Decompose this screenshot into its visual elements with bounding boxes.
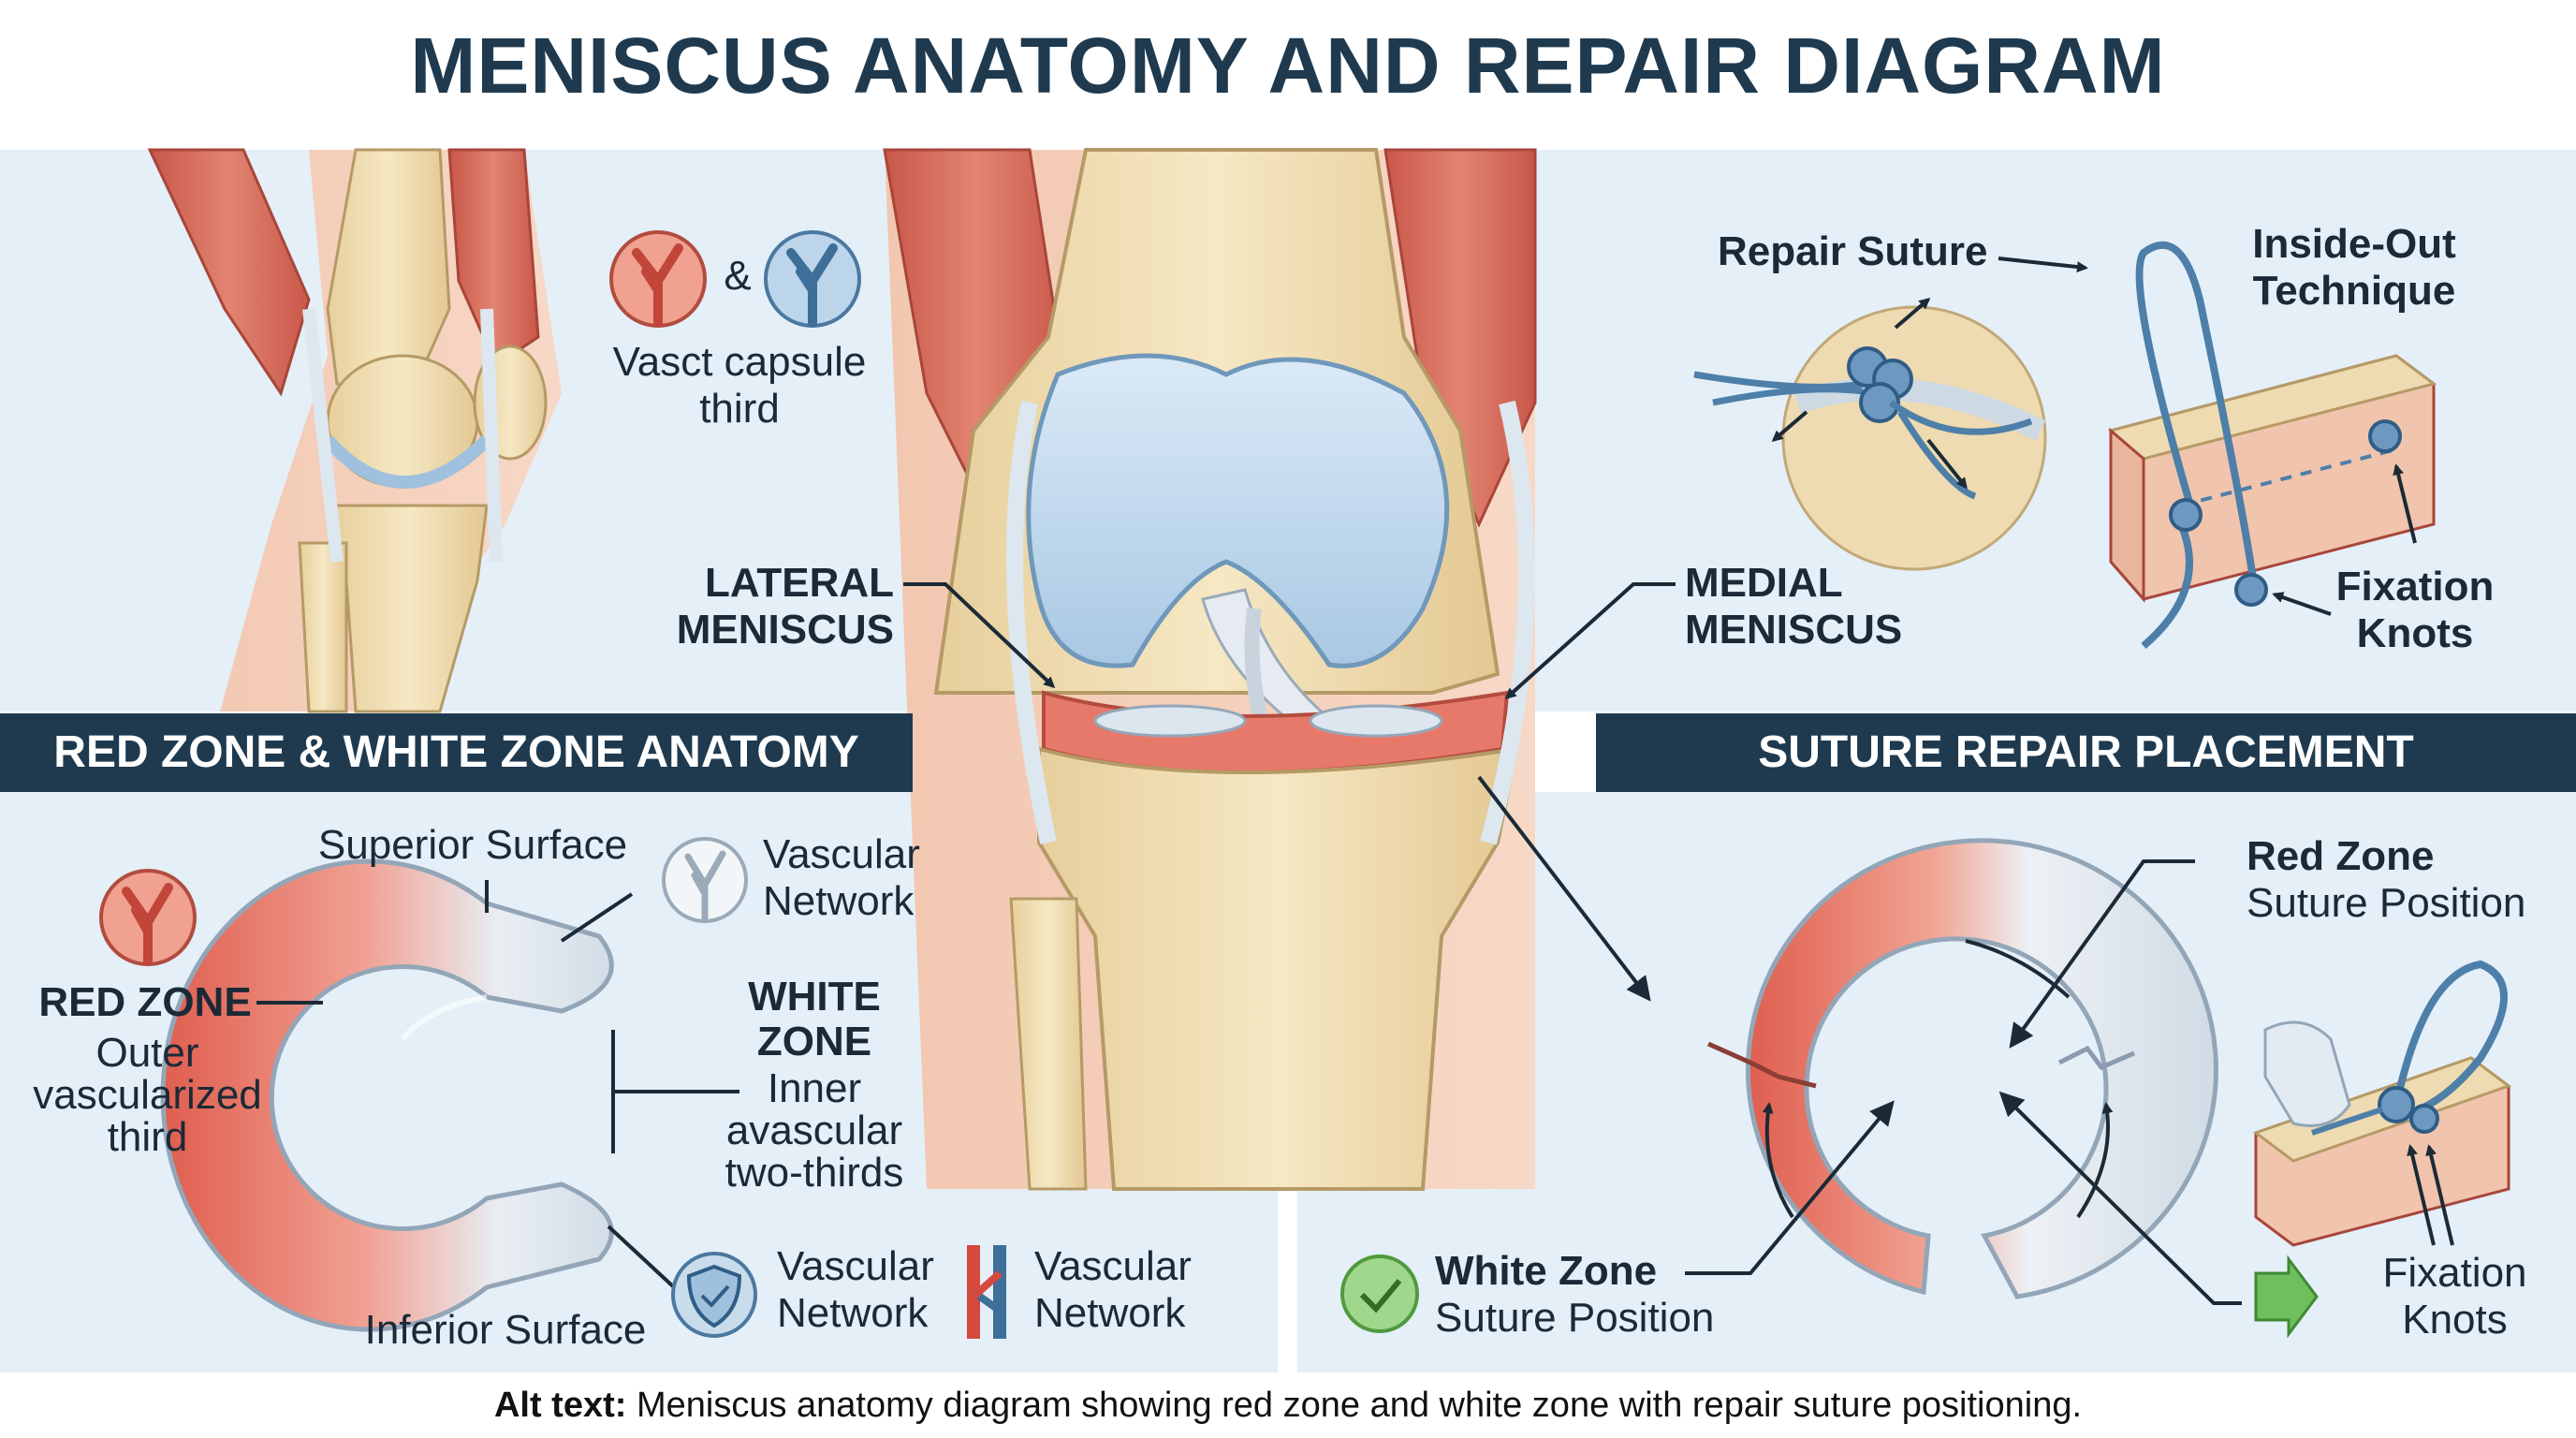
page-title: MENISCUS ANATOMY AND REPAIR DIAGRAM — [410, 22, 2166, 110]
lateral-meniscus-label-line2: MENISCUS — [676, 607, 894, 653]
capsule-label-line2: third — [699, 386, 780, 432]
red-zone-vessel-icon — [99, 869, 197, 966]
zone-meniscus-illustration — [160, 858, 739, 1332]
vascular-network-top-line1: Vascular — [763, 831, 920, 877]
red-zone-desc-line2: vascularized — [33, 1072, 262, 1118]
inside-out-label-line2: Technique — [2252, 268, 2456, 314]
banner-right-text: SUTURE REPAIR PLACEMENT — [1758, 727, 2414, 777]
red-vessel-icon — [609, 230, 707, 328]
side-knee-illustration — [147, 148, 562, 713]
vascular-network-top-line2: Network — [763, 878, 915, 924]
superior-surface-label: Superior Surface — [317, 822, 628, 868]
white-zone-desc-line1: Inner — [767, 1065, 862, 1111]
fixation-bottom-label-line1: Fixation — [2382, 1250, 2527, 1296]
medial-meniscus-label-line2: MENISCUS — [1685, 607, 1903, 653]
fixation-bottom-label-line2: Knots — [2402, 1297, 2508, 1343]
alt-text-body: Meniscus anatomy diagram showing red zon… — [626, 1386, 2083, 1425]
white-zone-title-line2: ZONE — [756, 1019, 872, 1064]
capsule-label-line1: Vasct capsule — [612, 339, 867, 385]
repair-suture-label: Repair Suture — [1718, 228, 1988, 274]
red-zone-desc-line3: third — [107, 1114, 188, 1160]
white-zone-suture-sub: Suture Position — [1435, 1295, 1715, 1341]
lateral-meniscus-label-line1: LATERAL — [704, 560, 894, 606]
white-zone-desc-line2: avascular — [725, 1108, 903, 1153]
medial-pointer — [1504, 582, 1676, 700]
front-knee-illustration — [883, 148, 1537, 1191]
blue-vessel-icon — [764, 230, 861, 328]
inside-out-label-line1: Inside-Out — [2252, 221, 2456, 267]
green-arrow-icon — [2254, 1255, 2319, 1339]
vascular-network-left-line1: Vascular — [777, 1243, 934, 1289]
repair-meniscus-illustration — [1685, 838, 2242, 1305]
inferior-surface-label: Inferior Surface — [364, 1307, 647, 1353]
vessel-pair-icon — [967, 1245, 1006, 1339]
alt-text-label: Alt text: — [493, 1386, 627, 1425]
alt-text: Alt text: Meniscus anatomy diagram showi… — [0, 1386, 2576, 1426]
red-zone-title: RED ZONE — [38, 979, 252, 1025]
lateral-pointer — [903, 582, 1056, 689]
center-to-repair-arrow — [1477, 775, 1651, 1002]
white-zone-title-line1: WHITE — [748, 974, 881, 1020]
ampersand-label: & — [724, 253, 752, 299]
suture-repair-banner: SUTURE REPAIR PLACEMENT — [1596, 713, 2576, 792]
white-zone-suture-title: White Zone — [1435, 1248, 1658, 1294]
vascular-network-right-line2: Network — [1034, 1290, 1186, 1336]
check-icon — [1340, 1255, 1419, 1333]
red-zone-desc-line1: Outer — [95, 1030, 199, 1076]
banner-left-text: RED ZONE & WHITE ZONE ANATOMY — [53, 727, 859, 777]
fixation-top-label-line1: Fixation — [2335, 564, 2495, 609]
red-zone-suture-title: Red Zone — [2247, 833, 2435, 879]
fixation-top-label-line2: Knots — [2356, 610, 2474, 656]
vascular-network-icon — [662, 837, 748, 923]
vascular-network-right-line1: Vascular — [1034, 1243, 1192, 1289]
shield-icon — [671, 1252, 757, 1338]
red-zone-suture-sub: Suture Position — [2247, 880, 2526, 926]
vascular-network-left-line2: Network — [777, 1290, 929, 1336]
medial-meniscus-label-line1: MEDIAL — [1685, 560, 1843, 606]
fixation-block-illustration — [2252, 960, 2512, 1247]
repair-suture-illustration — [1693, 241, 2437, 650]
white-zone-desc-line3: two-thirds — [724, 1150, 904, 1196]
red-white-zone-banner: RED ZONE & WHITE ZONE ANATOMY — [0, 713, 913, 792]
